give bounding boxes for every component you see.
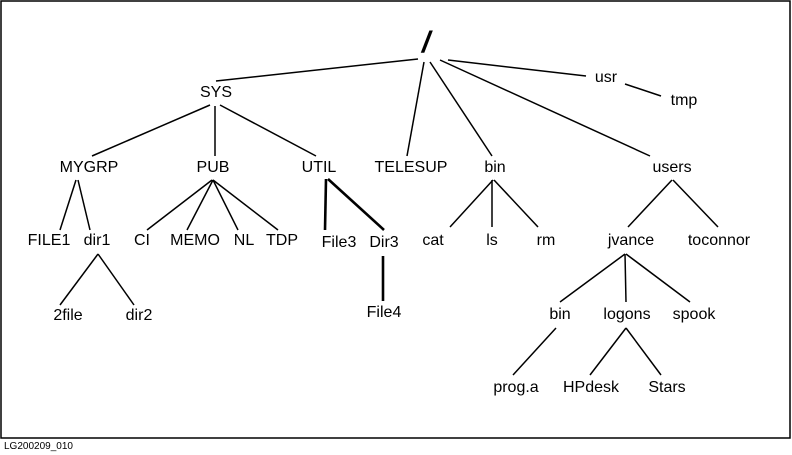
node-label-dir2: dir2 bbox=[126, 307, 153, 324]
edge-root-bin1 bbox=[429, 61, 493, 157]
edge-util-dir3 bbox=[327, 178, 385, 231]
edge-pub-ci bbox=[146, 179, 213, 231]
node-label-users: users bbox=[652, 159, 691, 176]
edge-dir1-file2 bbox=[59, 253, 99, 306]
node-label-file4: File4 bbox=[367, 304, 402, 321]
node-label-rm: rm bbox=[537, 232, 556, 249]
node-label-ci: CI bbox=[134, 232, 150, 249]
node-label-proga: prog.a bbox=[493, 379, 538, 396]
edge-jvance-bin2 bbox=[559, 253, 626, 303]
node-label-memo: MEMO bbox=[170, 232, 220, 249]
edge-users-toconnor bbox=[672, 179, 719, 228]
edge-logons-hpdesk bbox=[589, 327, 627, 376]
node-label-file1: FILE1 bbox=[28, 232, 71, 249]
node-label-mygrp: MYGRP bbox=[60, 159, 119, 176]
edge-root-users bbox=[439, 59, 651, 157]
tree-edges bbox=[59, 58, 719, 376]
node-label-sys: SYS bbox=[200, 84, 232, 101]
edge-users-jvance bbox=[627, 179, 673, 228]
edge-dir1-dir2 bbox=[97, 253, 135, 306]
edge-logons-stars bbox=[625, 327, 662, 376]
edge-sys-mygrp bbox=[91, 104, 211, 157]
edge-sys-util bbox=[219, 104, 317, 157]
node-label-bin2: bin bbox=[549, 306, 570, 323]
edge-pub-tdp bbox=[212, 179, 279, 231]
node-label-cat: cat bbox=[422, 232, 444, 249]
root-node-label: / bbox=[420, 26, 433, 59]
node-label-tdp: TDP bbox=[266, 232, 298, 249]
node-label-dir1: dir1 bbox=[84, 232, 111, 249]
node-label-hpdesk: HPdesk bbox=[563, 379, 620, 396]
node-label-file3: File3 bbox=[322, 234, 357, 251]
node-label-dir3: Dir3 bbox=[369, 234, 398, 251]
edge-root-telesup bbox=[406, 61, 425, 157]
node-label-file2: 2file bbox=[53, 307, 82, 324]
node-label-spook: spook bbox=[673, 306, 717, 323]
edge-util-file3 bbox=[323, 178, 328, 231]
node-label-telesup: TELESUP bbox=[375, 159, 448, 176]
edge-jvance-logons bbox=[624, 253, 627, 303]
node-label-stars: Stars bbox=[648, 379, 685, 396]
edge-mygrp-dir1 bbox=[77, 179, 91, 231]
edge-pub-memo bbox=[186, 179, 214, 231]
edge-jvance-spook bbox=[625, 253, 691, 303]
node-label-jvance: jvance bbox=[607, 232, 654, 249]
edge-usr-tmp bbox=[624, 83, 662, 97]
node-label-logons: logons bbox=[603, 306, 650, 323]
edge-bin1-rm bbox=[493, 179, 539, 228]
node-label-bin1: bin bbox=[484, 159, 505, 176]
edge-root-sys bbox=[215, 58, 419, 82]
edge-pub-nl bbox=[212, 179, 239, 231]
node-label-pub: PUB bbox=[197, 159, 230, 176]
edge-bin1-cat bbox=[449, 179, 494, 228]
edge-bin2-proga bbox=[512, 327, 557, 376]
edge-mygrp-file1 bbox=[59, 179, 77, 231]
node-label-nl: NL bbox=[234, 232, 255, 249]
diagram-frame bbox=[0, 0, 791, 439]
node-label-tmp: tmp bbox=[671, 92, 698, 109]
edge-root-usr bbox=[447, 59, 587, 77]
node-label-ls: ls bbox=[486, 232, 498, 249]
node-label-util: UTIL bbox=[302, 159, 337, 176]
node-label-toconnor: toconnor bbox=[688, 232, 751, 249]
node-label-usr: usr bbox=[595, 69, 618, 86]
figure-caption: LG200209_010 bbox=[4, 441, 73, 452]
